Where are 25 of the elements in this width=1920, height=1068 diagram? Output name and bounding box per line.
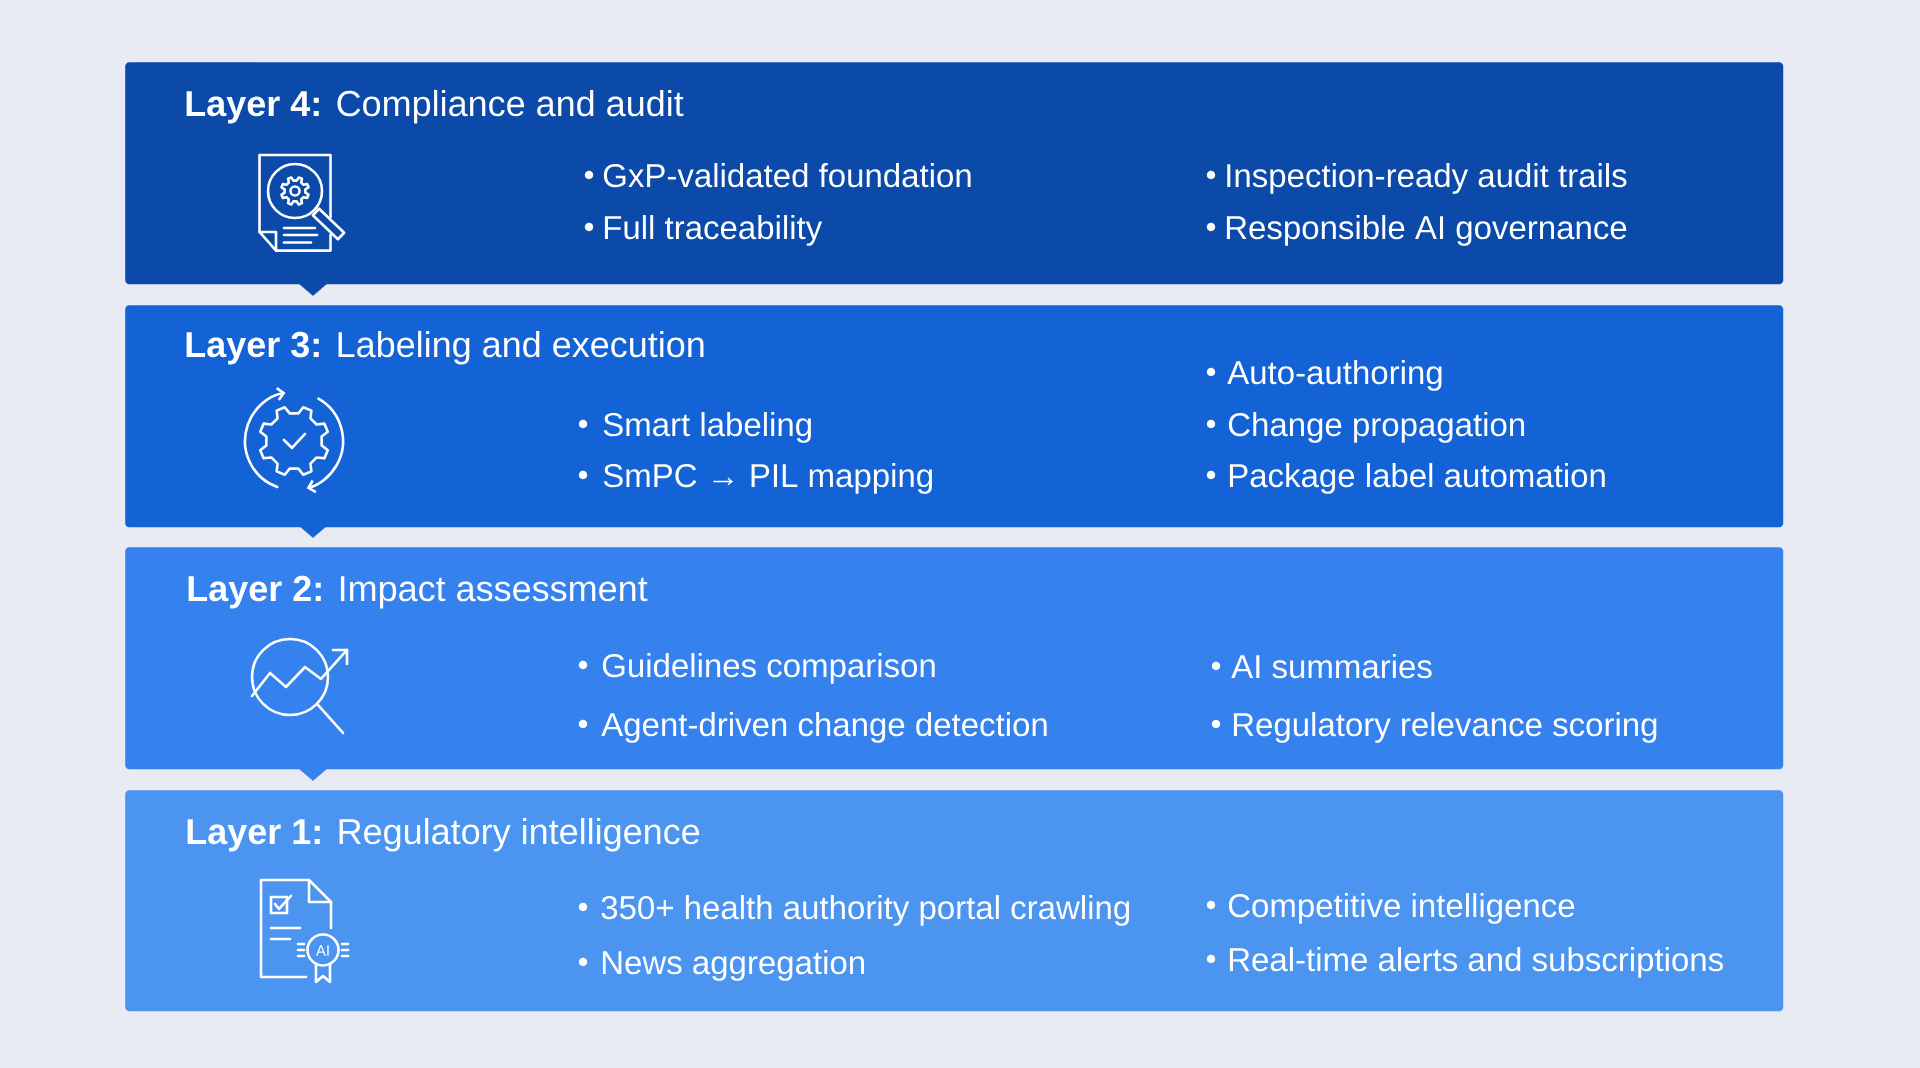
list-item: Agent-driven change detection: [601, 712, 1047, 743]
list-item: Smart labeling: [603, 412, 811, 443]
list-item: Inspection-ready audit trails: [1227, 163, 1627, 194]
list-item: SmPC → PIL mapping: [603, 463, 932, 494]
heading: Layer 2: Impact assessment: [188, 575, 648, 609]
list-item: Responsible AI governance: [1226, 215, 1627, 246]
heading: Layer 1: Regulatory intelligence: [187, 817, 700, 852]
list-item: Real-time alerts and subscriptions: [1229, 947, 1723, 978]
list-item: Auto-authoring: [1227, 360, 1442, 391]
list-item: GxP-validated foundation: [603, 163, 971, 188]
badge-text: AI: [315, 945, 329, 956]
list-item: News aggregation: [602, 950, 864, 981]
list-item: Guidelines comparison: [602, 653, 935, 684]
list-item: AI summaries: [1231, 654, 1432, 679]
list-item: Regulatory relevance scoring: [1233, 712, 1657, 743]
pointer-triangle: [299, 525, 327, 538]
list-item: Package label automation: [1229, 463, 1605, 494]
list-item: Change propagation: [1228, 412, 1525, 443]
list-item: Full traceability: [604, 215, 823, 246]
list-item: 350+ health authority portal crawling: [601, 895, 1130, 926]
list-item: Competitive intelligence: [1228, 893, 1575, 924]
heading: Layer 4: Compliance and audit: [186, 89, 684, 124]
pointer-triangle: [299, 768, 327, 781]
heading: Layer 3: Labeling and execution: [186, 330, 704, 365]
pointer-triangle: [299, 283, 327, 296]
